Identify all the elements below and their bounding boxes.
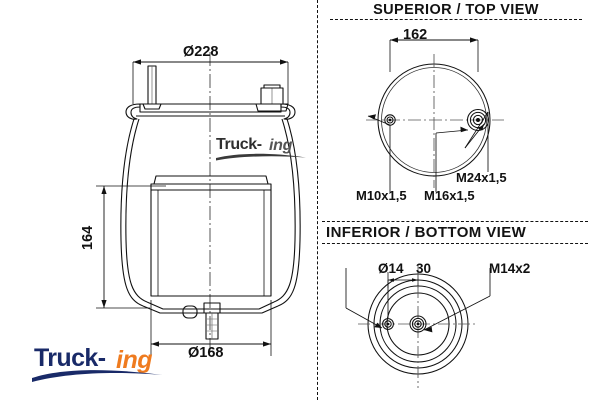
- dimension-outer-diameter: Ø228: [183, 44, 219, 60]
- top-view-label-m10: M10x1,5: [356, 188, 407, 203]
- watermark-logo-text-accent: ing: [269, 137, 293, 154]
- top-view-header: SUPERIOR / TOP VIEW: [330, 1, 582, 20]
- watermark-swoosh-icon: [216, 153, 306, 161]
- panel-divider: [317, 0, 318, 400]
- bottom-view-diagram: [345, 266, 491, 388]
- brand-logo: Truck- ing: [28, 342, 168, 388]
- watermark-logo-text-primary: Truck-: [216, 136, 262, 153]
- watermark-logo: Truck- ing: [216, 136, 316, 166]
- top-view-label-m16: M16x1,5: [424, 188, 475, 203]
- brand-logo-swoosh-icon: [32, 370, 162, 382]
- bottom-view-label-d14: Ø14: [378, 261, 404, 276]
- bottom-view-label-30: 30: [416, 261, 432, 276]
- main-elevation-view: [96, 52, 301, 356]
- top-view-dimension-162: 162: [403, 27, 428, 43]
- dimension-height: 164: [80, 225, 96, 250]
- brand-logo-text-accent: ing: [116, 346, 153, 374]
- bottom-view-header: INFERIOR / BOTTOM VIEW: [322, 221, 588, 244]
- brand-logo-text-primary: Truck-: [34, 344, 106, 372]
- top-view-diagram: [366, 37, 504, 192]
- bottom-view-label-m14x2: M14x2: [489, 261, 531, 276]
- dimension-piston-diameter: Ø168: [188, 345, 224, 361]
- top-view-label-m24: M24x1,5: [456, 170, 507, 185]
